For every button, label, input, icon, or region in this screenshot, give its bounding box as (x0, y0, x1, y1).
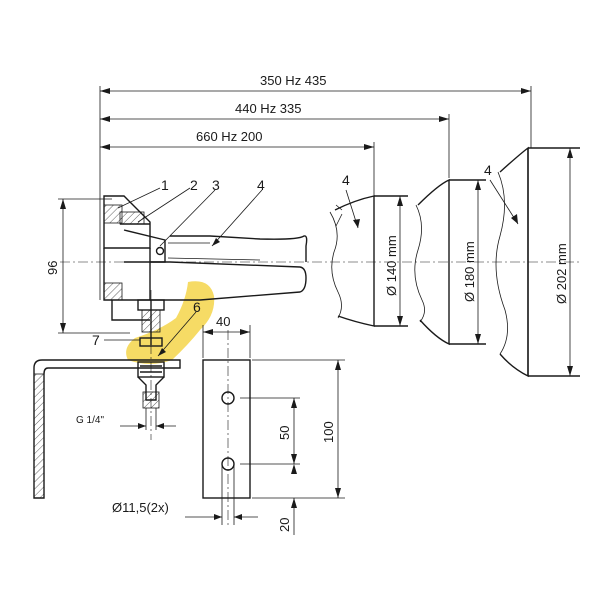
callout-3-label: 3 (212, 177, 220, 193)
callout-4a-label: 4 (342, 172, 350, 188)
callout-2: 2 (137, 177, 198, 223)
bracket-height-label: 100 (321, 421, 336, 443)
callout-4: 4 (211, 177, 265, 247)
mount-hole-top (221, 391, 235, 405)
mounting-bracket-side (33, 359, 181, 499)
callout-7: 7 (92, 332, 140, 348)
dimension-top-label: 350 Hz 435 (260, 73, 327, 88)
hole-diameter-label: Ø11,5(2x) (112, 500, 169, 515)
horn-body (60, 195, 580, 440)
callout-4b-label: 4 (484, 162, 492, 178)
bracket-width-label: 40 (216, 314, 230, 329)
dimension-bottom-label: 660 Hz 200 (196, 129, 263, 144)
hole-spacing-label: 50 (277, 426, 292, 440)
dimension-thread-label: G 1/4" (76, 415, 104, 426)
horn-mouth-small: Ø 140 mm 4 (334, 172, 408, 327)
callout-1: 1 (117, 177, 169, 209)
break-lines (329, 171, 508, 355)
callout-3: 3 (159, 177, 220, 247)
callout-2-label: 2 (190, 177, 198, 193)
dimension-top: 350 Hz 435 (99, 73, 532, 300)
callout-1-label: 1 (161, 177, 169, 193)
dimension-bottom: 660 Hz 200 (100, 129, 375, 196)
dia-small-label: Ø 140 mm (384, 235, 399, 296)
part-6-highlight (126, 281, 215, 364)
dia-large-label: Ø 202 mm (554, 243, 569, 304)
horn-mouth-medium: Ø 180 mm (417, 178, 486, 346)
callout-6-label: 6 (193, 299, 201, 315)
dimension-height-label: 96 (45, 261, 60, 275)
callout-7-label: 7 (92, 332, 100, 348)
horn-mouth-large: Ø 202 mm 4 (484, 146, 580, 378)
dia-medium-label: Ø 180 mm (462, 241, 477, 302)
dimension-height-left: 96 (45, 198, 130, 334)
callout-6: 6 (157, 299, 201, 357)
hole-offset-label: 20 (277, 518, 292, 532)
dimension-middle-label: 440 Hz 335 (235, 101, 302, 116)
dimension-middle: 440 Hz 335 (100, 101, 450, 178)
callout-4-label: 4 (257, 177, 265, 193)
mounting-bracket-front: 40 50 100 20 Ø11,5(2x) (112, 314, 345, 535)
dimension-thread: G 1/4" (76, 415, 176, 429)
